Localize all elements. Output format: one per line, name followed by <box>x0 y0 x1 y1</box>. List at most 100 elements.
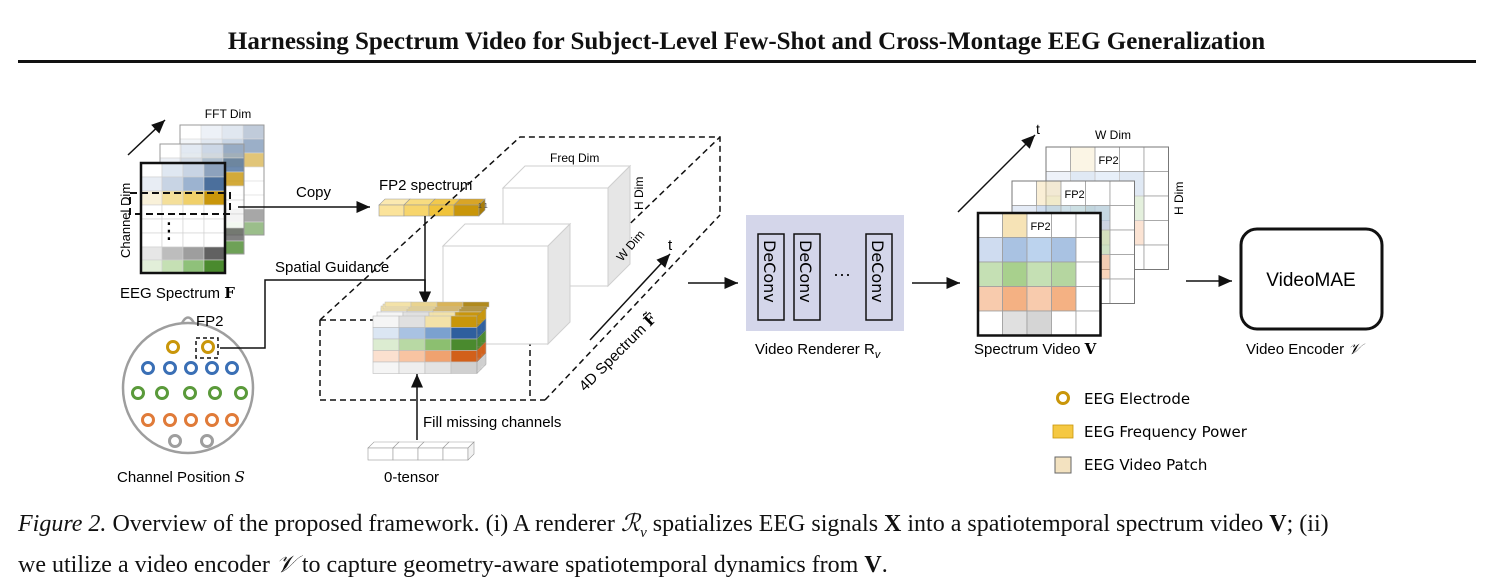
deconv-block <box>757 233 785 321</box>
video-frame-1-cell <box>1002 212 1028 238</box>
video-cube-cell <box>372 361 400 374</box>
electrode-icon <box>131 386 145 400</box>
eeg-matrix-front-cell <box>140 204 163 220</box>
electrode-icon <box>163 413 177 427</box>
video-frame-1-cell <box>977 237 1003 263</box>
video-frame-3-cell <box>1143 171 1169 197</box>
eeg-matrix-front-cell <box>203 218 226 234</box>
video-cube-cell <box>424 327 452 340</box>
caption-text: . <box>881 551 888 578</box>
video-frame-1-cell <box>977 286 1003 312</box>
h-dim-label: H Dim <box>632 177 646 210</box>
eeg-matrix-front-cell <box>140 246 163 261</box>
video-frame-1-cell <box>977 261 1003 287</box>
fp2-bar-cell-front <box>403 204 430 217</box>
eeg-matrix-front-cell <box>203 246 226 261</box>
video-cube-top <box>462 301 490 308</box>
copy-label: Copy <box>296 184 332 201</box>
ghost-cube-back-side <box>607 164 631 288</box>
framework-figure: FFT Dim ⋮ Channel Dim EEG Spectrum F Cop… <box>117 107 1384 486</box>
fft-dim-label: FFT Dim <box>205 107 251 121</box>
video-frame-1-cell <box>1002 310 1028 336</box>
video-frame-1-cell <box>1075 310 1101 336</box>
eeg-matrix-front-cell <box>182 232 205 248</box>
video-frame-1-cell <box>1075 237 1101 263</box>
caption-text: we utilize a video encoder <box>18 551 276 578</box>
eeg-matrix-front-cell <box>140 176 163 192</box>
spectrum-video-caption: Spectrum Video V <box>974 340 1097 358</box>
video-frame-3-cell <box>1119 146 1145 172</box>
electrode-icon <box>225 361 239 375</box>
eeg-matrix-back1-cell <box>222 143 245 159</box>
electrode-icon <box>208 386 222 400</box>
eeg-matrix-front-cell <box>182 259 205 274</box>
electrode-icon <box>183 386 197 400</box>
eeg-matrix-front-cell <box>182 218 205 234</box>
video-cube-cell <box>372 327 400 340</box>
video-cube-top <box>384 301 412 308</box>
caption-figure-label: Figure 2. <box>18 511 107 537</box>
video-cube-side <box>476 352 487 375</box>
spatial-guidance-label: Spatial Guidance <box>275 259 389 276</box>
spectrum-video: t W Dim H Dim FP2 FP2 FP2 Spectrum Video… <box>957 121 1186 358</box>
caption-math: ℛ <box>620 511 641 537</box>
video-renderer-caption: Video Renderer Rv <box>755 341 882 361</box>
video-frame-3-cell <box>1143 244 1169 270</box>
eeg-matrix-front-cell <box>203 232 226 248</box>
video-w-dim-label: W Dim <box>1095 128 1131 142</box>
video-frame-2-cell <box>1036 180 1062 206</box>
video-frame-1-cell <box>977 212 1003 238</box>
video-frame-1-cell <box>1026 237 1052 263</box>
eeg-matrix-front-cell <box>203 259 226 274</box>
ghost-cube-front-side <box>547 222 571 346</box>
video-frame-1-cell <box>1051 237 1077 263</box>
video-frame-3-cell <box>1143 220 1169 246</box>
electrode-icon <box>234 386 248 400</box>
video-cube-cell <box>398 338 426 351</box>
zero-tensor-cell-front <box>417 447 444 461</box>
eeg-matrix-front-cell <box>203 162 226 178</box>
video-frame-3-fp2-tag: FP2 <box>1099 155 1119 167</box>
zero-tensor-cell-front <box>442 447 469 461</box>
electrode-icon <box>205 413 219 427</box>
video-cube-cell <box>398 327 426 340</box>
eeg-matrix-back2-cell <box>242 221 265 236</box>
caption-math: X <box>884 511 902 537</box>
eeg-matrix-front-cell <box>182 162 205 178</box>
caption-text: spatializes EEG signals <box>646 511 885 537</box>
video-frame-1-cell <box>1075 286 1101 312</box>
video-frame-1-cell <box>1051 261 1077 287</box>
eeg-matrix-front-cell <box>140 259 163 274</box>
eeg-matrix-back2-cell <box>242 166 265 182</box>
eeg-matrix-front-cell <box>161 246 184 261</box>
electrode-icon <box>141 413 155 427</box>
video-frame-3-cell <box>1143 195 1169 221</box>
video-cube-cell <box>450 338 478 351</box>
nose-mark <box>180 316 196 324</box>
video-encoder-caption: Video Encoder 𝒱 <box>1246 340 1365 358</box>
caption-math-sub: v <box>640 524 647 541</box>
video-cube-top <box>410 301 438 308</box>
video-frame-2-cell <box>1109 254 1135 280</box>
video-frame-1-cell <box>1002 237 1028 263</box>
video-cube-cell <box>450 327 478 340</box>
electrode-icon <box>201 340 215 354</box>
eeg-matrix-back2-cell <box>242 208 265 223</box>
zero-tensor-label: 0-tensor <box>384 469 439 486</box>
fp2-bar-cell-front <box>378 204 405 217</box>
video-frame-2-fp2-tag: FP2 <box>1065 189 1085 201</box>
fp2-bar-cell-front <box>453 204 480 217</box>
video-frame-1-cell <box>1051 286 1077 312</box>
eeg-matrix-back2-cell <box>179 124 202 140</box>
video-cube-cell <box>424 350 452 363</box>
zero-tensor-cell-front <box>367 447 394 461</box>
video-cube-cell <box>372 315 400 328</box>
copy-arrow: Copy <box>238 184 370 213</box>
fp2-electrode-highlight <box>195 337 219 359</box>
video-cube-cell <box>450 315 478 328</box>
deconv-label: DeConv <box>796 240 815 303</box>
video-frame-1-cell <box>1026 286 1052 312</box>
fill-missing-label: Fill missing channels <box>423 414 561 431</box>
electrode-icon <box>205 361 219 375</box>
